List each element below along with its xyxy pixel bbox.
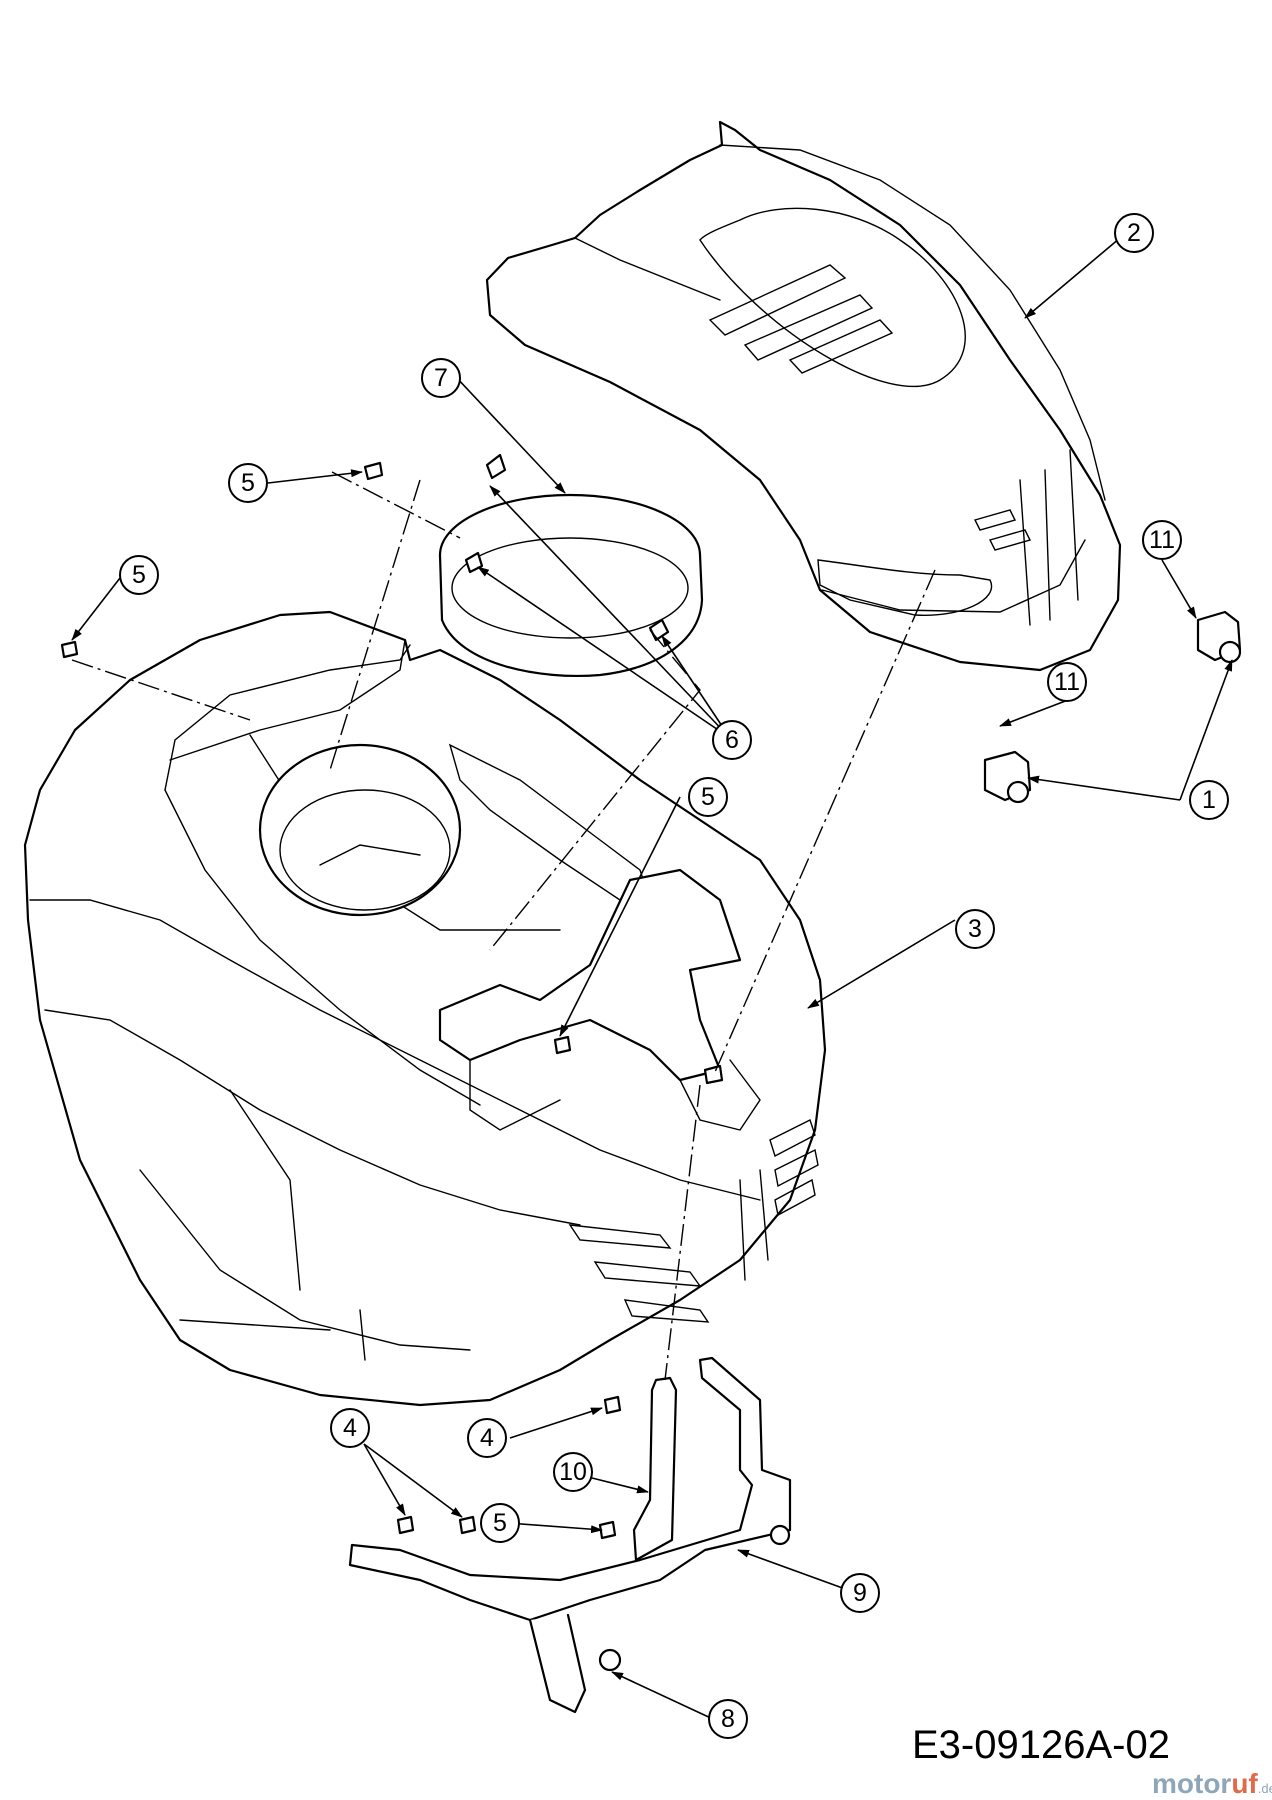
callout-9: 9: [840, 1573, 880, 1613]
callout-label: 5: [701, 783, 715, 811]
support-bracket-part: [632, 1376, 678, 1562]
callout-label: 9: [853, 1579, 867, 1607]
hood-body-part: [23, 610, 827, 1407]
leader-lines: [71, 237, 1233, 1721]
hood-cover-part: [485, 120, 1122, 672]
drawing-code: E3-09126A-02: [912, 1723, 1170, 1767]
assembly-lines: [71, 471, 936, 1381]
callout-5-center: 5: [688, 777, 728, 817]
callout-label: 7: [434, 364, 448, 392]
callout-7: 7: [421, 358, 461, 398]
screws-hardware: [60, 461, 724, 1540]
callout-label: 11: [1149, 526, 1175, 554]
callout-10: 10: [553, 1452, 593, 1492]
callout-11-right: 11: [1142, 520, 1182, 560]
watermark-brand-accent: uf: [1231, 1768, 1258, 1799]
callout-label: 5: [241, 469, 255, 497]
callout-label: 10: [559, 1458, 587, 1486]
callout-label: 5: [132, 561, 146, 589]
callout-label: 6: [725, 726, 739, 754]
callout-2: 2: [1114, 213, 1154, 253]
callout-label: 2: [1127, 219, 1141, 247]
callout-5-left: 5: [119, 555, 159, 595]
callout-4-left: 4: [330, 1408, 370, 1448]
callout-label: 11: [1054, 668, 1080, 696]
callout-label: 8: [721, 1705, 735, 1733]
callout-label: 4: [480, 1424, 494, 1452]
callout-5-top: 5: [228, 463, 268, 503]
callout-3: 3: [955, 909, 995, 949]
mounting-bracket-part: [348, 1356, 792, 1714]
callout-5-bottom: 5: [480, 1503, 520, 1543]
callout-label: 4: [343, 1414, 357, 1442]
callout-8: 8: [708, 1699, 748, 1739]
watermark-logo: motoruf.de: [1152, 1768, 1272, 1799]
callout-1: 1: [1189, 780, 1229, 820]
callout-4-center: 4: [467, 1418, 507, 1458]
callout-label: 1: [1202, 786, 1216, 814]
callout-label: 3: [968, 915, 982, 943]
callout-label: 5: [493, 1509, 507, 1537]
callout-6: 6: [712, 720, 752, 760]
watermark-tld: .de: [1258, 1781, 1272, 1796]
watermark-brand-main: motor: [1152, 1768, 1231, 1799]
dash-ring-part: [438, 453, 704, 677]
callout-11-center: 11: [1047, 662, 1087, 702]
svg-text:motoruf.de: motoruf.de: [1152, 1768, 1272, 1799]
